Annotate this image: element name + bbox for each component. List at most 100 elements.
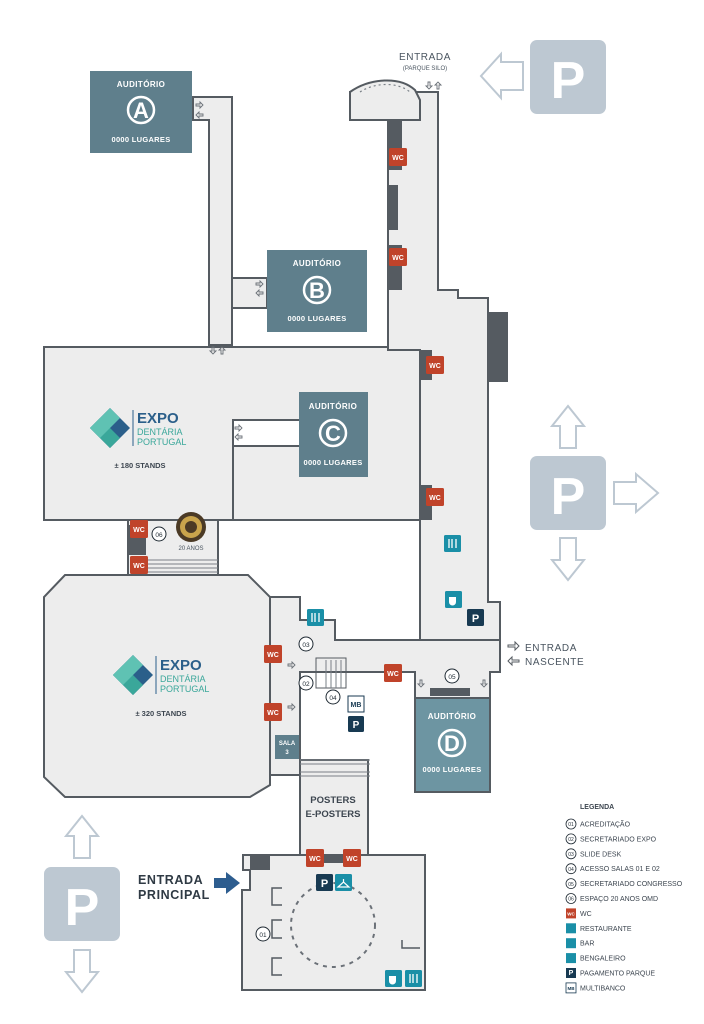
wc-icons: WC WC WC WC WC WC WC WC WC WC WC (130, 148, 444, 867)
svg-text:WC: WC (133, 563, 145, 570)
number-badge: 04 (565, 863, 577, 875)
svg-text:02: 02 (302, 681, 310, 688)
svg-text:WC: WC (429, 363, 441, 370)
expo-title-upper: EXPO (137, 410, 179, 427)
bar-icon (566, 938, 576, 949)
legend-item-label: ACREDITAÇÃO (580, 820, 631, 829)
anos-label: 20 ANOS (178, 546, 203, 552)
lobby-desks (271, 887, 420, 976)
marker-03[interactable]: 03 (298, 636, 314, 652)
marker-04[interactable]: 04 (325, 689, 341, 705)
wc-icon: WC (426, 356, 444, 374)
wc-icon: WC (264, 645, 282, 663)
sala-3-label-2: 3 (285, 750, 289, 756)
parking-sign-left[interactable]: P (44, 867, 120, 941)
number-badge: 02 (565, 833, 577, 845)
svg-text:P: P (551, 468, 586, 526)
auditorium-c[interactable]: AUDITÓRIO C 0000 LUGARES (299, 392, 368, 477)
svg-text:P: P (321, 878, 328, 890)
svg-text:MB: MB (568, 986, 576, 991)
svg-text:03: 03 (302, 642, 310, 649)
expo-logo-upper: EXPO DENTÁRIA PORTUGAL (90, 408, 186, 448)
sala-3-label-1: SALA (279, 741, 296, 747)
number-badge: 01 (565, 818, 577, 830)
legend-item: BENGALEIRO (566, 953, 626, 964)
parking-sign-right[interactable]: P (530, 456, 606, 530)
wc-icon: WC (343, 849, 361, 867)
posters-corridor (299, 759, 369, 856)
restaurant-icon (566, 923, 576, 934)
silo-entrance-vestibule (349, 79, 421, 121)
lower-hall-stands: ± 320 STANDS (135, 709, 186, 718)
legend-item: RESTAURANTE (566, 923, 632, 934)
svg-text:WC: WC (267, 710, 279, 717)
svg-text:WC: WC (133, 527, 145, 534)
svg-text:04: 04 (568, 867, 574, 873)
wc-icon: WC (426, 488, 444, 506)
auditorium-c-seats: 0000 LUGARES (303, 458, 362, 467)
svg-text:P: P (551, 52, 586, 110)
expo-subtitle-upper-1: DENTÁRIA (137, 427, 183, 437)
marker-02[interactable]: 02 (298, 675, 314, 691)
marker-05[interactable]: 05 (444, 668, 460, 684)
arrow-down-icon (63, 949, 101, 994)
sala-3[interactable]: SALA 3 (275, 735, 299, 759)
parking-sign-top[interactable]: P (530, 40, 606, 114)
auditorium-a-letter: A (133, 98, 149, 123)
marker-01[interactable]: 01 (255, 926, 271, 942)
expo-subtitle-lower-1: DENTÁRIA (160, 674, 206, 684)
auditorium-d-title: AUDITÓRIO (428, 712, 477, 721)
number-badge: 03 (565, 848, 577, 860)
arrow-right-icon (613, 471, 660, 515)
restaurant-icon (444, 535, 461, 552)
svg-text:01: 01 (568, 822, 574, 828)
legend-item: 01 ACREDITAÇÃO (565, 818, 631, 830)
svg-text:P: P (65, 879, 100, 937)
auditorium-b[interactable]: AUDITÓRIO B 0000 LUGARES (267, 250, 367, 332)
wc-icon: WC (389, 148, 407, 166)
main-lobby (241, 854, 426, 991)
arrow-up-icon (549, 404, 587, 449)
svg-text:05: 05 (448, 674, 456, 681)
expo-diamond-icon (90, 408, 130, 448)
main-entrance-arrow-icon[interactable] (214, 872, 240, 894)
corridor-auditorium-b (231, 277, 268, 309)
svg-text:WC: WC (387, 671, 399, 678)
auditorium-d[interactable]: AUDITÓRIO D 0000 LUGARES (414, 697, 491, 793)
parking-payment-icon: P (566, 968, 576, 978)
svg-text:MB: MB (351, 702, 362, 709)
expo-diamond-icon (113, 655, 153, 695)
svg-text:P: P (569, 970, 574, 977)
main-entrance-label: ENTRADA (138, 873, 203, 887)
legend-item-label: SECRETARIADO CONGRESSO (580, 881, 683, 888)
svg-text:WC: WC (567, 912, 575, 917)
upper-hall-stands: ± 180 STANDS (114, 461, 165, 470)
wc-icon: WC (130, 520, 148, 538)
auditorium-d-letter: D (444, 731, 460, 756)
legend-item-label: BENGALEIRO (580, 956, 626, 963)
auditorium-a-seats: 0000 LUGARES (111, 135, 170, 144)
floor-areas (43, 91, 501, 991)
silo-arrow-icon[interactable] (479, 51, 524, 101)
svg-text:P: P (472, 613, 479, 625)
auditorium-d-seats: 0000 LUGARES (422, 765, 481, 774)
expo-title-lower: EXPO (160, 657, 202, 674)
atm-icon: MB (565, 982, 577, 994)
svg-text:04: 04 (329, 695, 337, 702)
svg-text:WC: WC (267, 652, 279, 659)
auditorium-a-title: AUDITÓRIO (117, 80, 166, 89)
marker-06[interactable]: 06 (151, 526, 167, 542)
parking-payment-icon: P (467, 609, 484, 626)
restaurant-icon (307, 609, 324, 626)
bar-icon (385, 970, 402, 987)
cloakroom-icon (335, 874, 352, 891)
auditorium-a[interactable]: AUDITÓRIO A 0000 LUGARES (90, 71, 192, 153)
east-entrance-arrows[interactable] (507, 640, 520, 667)
east-entrance-label: ENTRADA (525, 643, 577, 654)
